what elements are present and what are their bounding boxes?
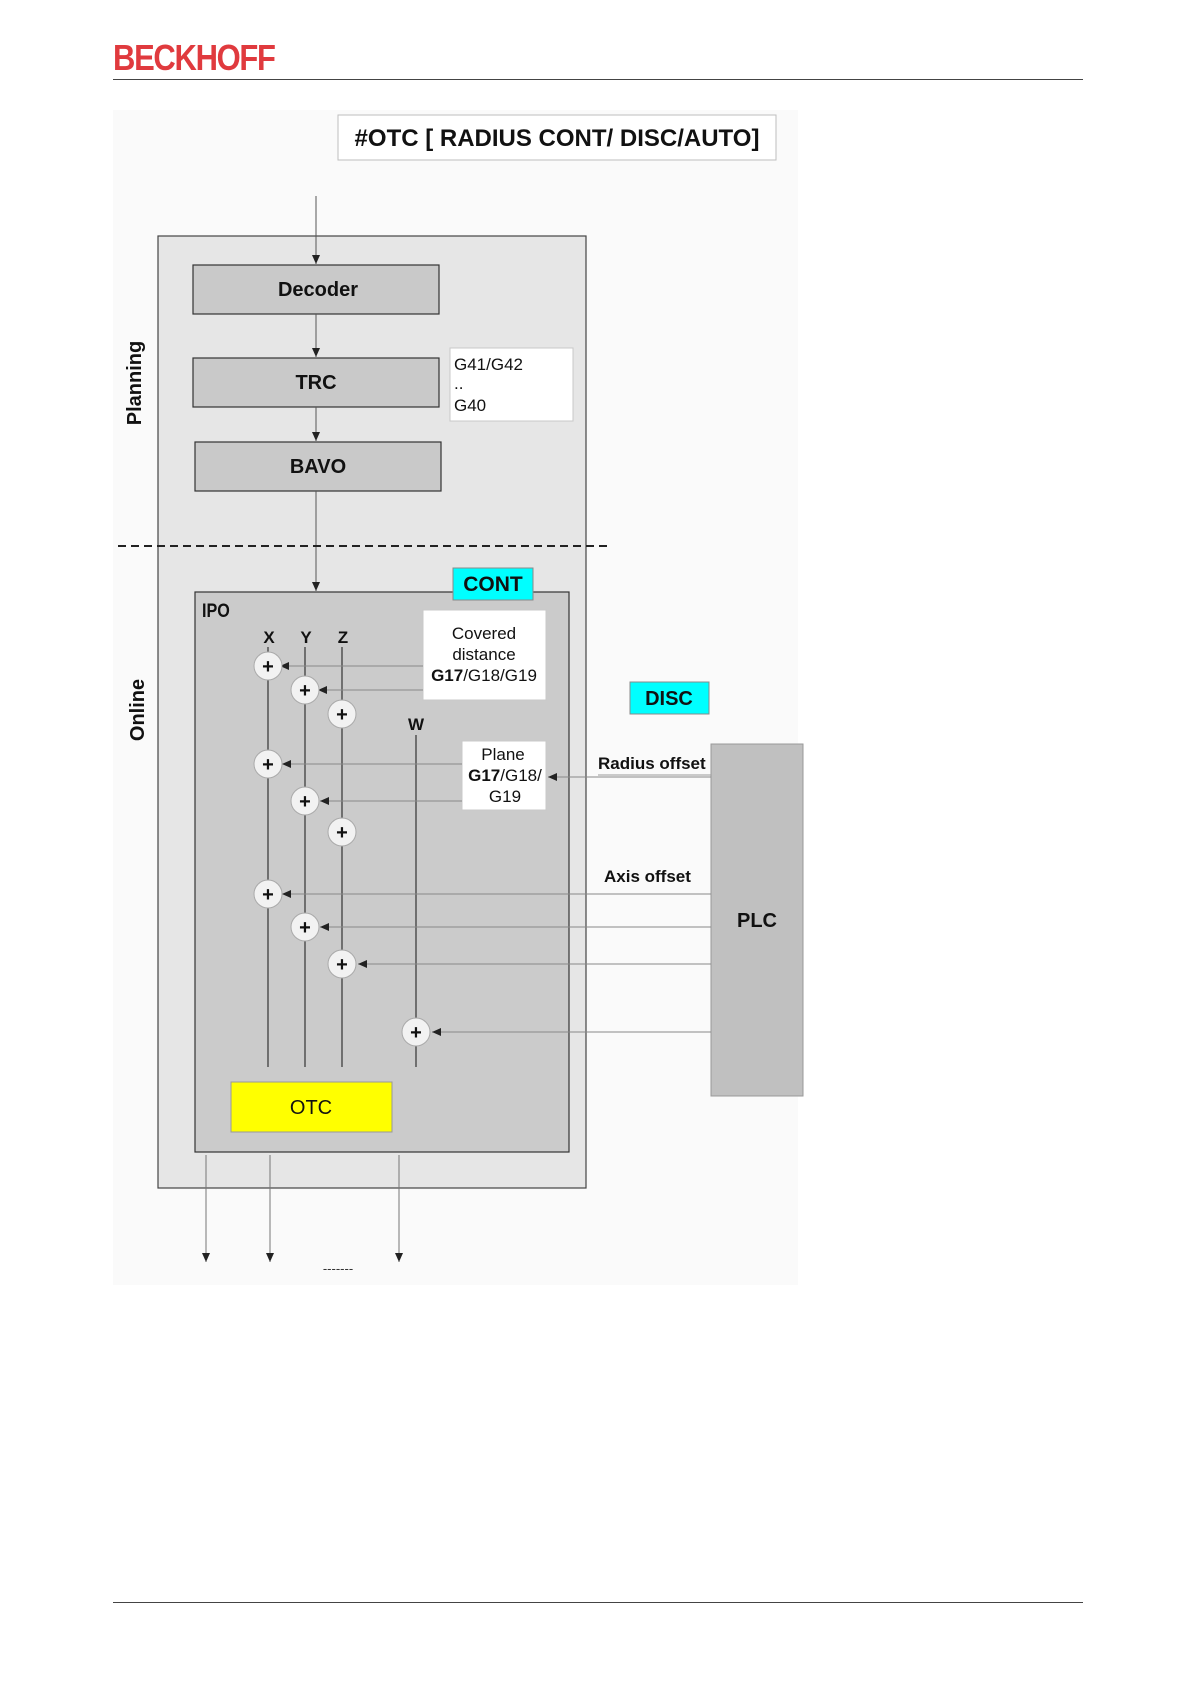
cont-tag-label: CONT <box>463 573 523 596</box>
axis-x-label: X <box>263 628 275 647</box>
svg-text:+: + <box>262 656 274 678</box>
trc-note-line1: G41/G42 <box>454 355 523 374</box>
summing-junction: + <box>291 676 319 704</box>
covered-distance-line3: G17/G18/G19 <box>431 666 537 685</box>
svg-text:+: + <box>262 884 274 906</box>
ipo-label: IPO <box>202 600 230 622</box>
trc-note-line3: G40 <box>454 396 486 415</box>
svg-text:+: + <box>299 791 311 813</box>
summing-junction: + <box>402 1018 430 1046</box>
output-continuation: ------- <box>323 1261 353 1276</box>
axis-w-label: W <box>408 715 425 734</box>
covered-distance-line1: Covered <box>452 624 516 643</box>
svg-text:+: + <box>336 954 348 976</box>
radius-offset-label: Radius offset <box>598 754 706 773</box>
svg-text:+: + <box>299 680 311 702</box>
trc-label: TRC <box>295 372 336 394</box>
plane-line2: G17/G18/ <box>468 766 542 785</box>
bavo-label: BAVO <box>290 456 346 478</box>
plc-label: PLC <box>737 910 777 932</box>
svg-text:+: + <box>299 917 311 939</box>
planning-label: Planning <box>124 341 146 425</box>
summing-junction: + <box>254 880 282 908</box>
online-label: Online <box>127 679 149 741</box>
svg-text:+: + <box>262 754 274 776</box>
summing-junction: + <box>328 700 356 728</box>
summing-junction: + <box>328 950 356 978</box>
otc-label: OTC <box>290 1097 332 1119</box>
summing-junction: + <box>328 818 356 846</box>
plane-line1: Plane <box>481 745 524 764</box>
axis-offset-label: Axis offset <box>604 867 691 886</box>
summing-junction: + <box>254 750 282 778</box>
summing-junction: + <box>291 913 319 941</box>
plane-line3: G19 <box>489 787 521 806</box>
covered-distance-line2: distance <box>452 645 515 664</box>
trc-note-line2: .. <box>454 374 463 393</box>
summing-junction: + <box>291 787 319 815</box>
summing-junction: + <box>254 652 282 680</box>
axis-z-label: Z <box>338 628 348 647</box>
svg-text:+: + <box>336 704 348 726</box>
disc-tag-label: DISC <box>645 688 693 710</box>
axis-y-label: Y <box>300 628 312 647</box>
svg-text:+: + <box>410 1022 422 1044</box>
decoder-label: Decoder <box>278 279 358 301</box>
diagram-title: #OTC [ RADIUS CONT/ DISC/AUTO] <box>355 125 760 152</box>
svg-text:+: + <box>336 822 348 844</box>
